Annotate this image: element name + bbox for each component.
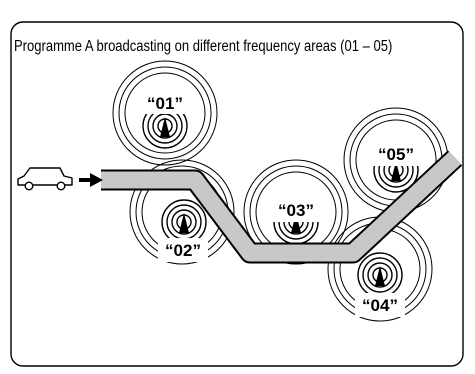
radio-tower-icon bbox=[391, 161, 401, 181]
area-label-04: “04” bbox=[362, 296, 398, 315]
radio-tower-icon bbox=[179, 213, 189, 233]
broadcast-area-03: “03” bbox=[243, 159, 349, 265]
radio-tower-icon bbox=[160, 117, 170, 137]
area-label-03: “03” bbox=[278, 201, 314, 220]
car-icon bbox=[17, 167, 73, 191]
frame-border bbox=[10, 21, 464, 367]
broadcast-area-01: “01” bbox=[112, 60, 218, 166]
area-label-02: “02” bbox=[165, 241, 201, 260]
road bbox=[101, 150, 463, 264]
broadcast-area-04: “04” bbox=[327, 216, 433, 322]
broadcast-area-02: “02” bbox=[129, 159, 235, 265]
radio-tower-icon bbox=[291, 213, 301, 233]
diagram-title: Programme A broadcasting on different fr… bbox=[14, 38, 393, 55]
area-label-01: “01” bbox=[147, 94, 183, 113]
area-label-05: “05” bbox=[378, 145, 414, 164]
radio-tower-icon bbox=[375, 266, 385, 286]
arrow-right-icon bbox=[79, 173, 103, 187]
